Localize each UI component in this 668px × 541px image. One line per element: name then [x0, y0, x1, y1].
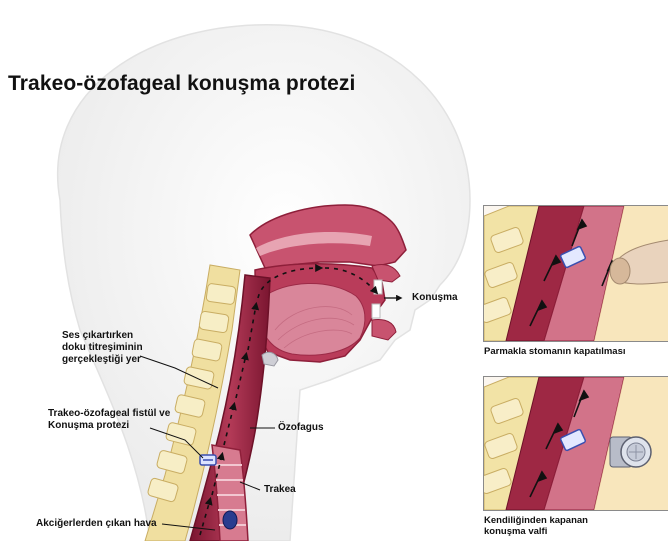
inset-panel-valve: [483, 376, 668, 511]
label-trachea: Trakea: [264, 484, 296, 496]
label-vibration-site: Ses çıkartırken doku titreşiminin gerçek…: [62, 330, 143, 366]
label-esophagus: Özofagus: [278, 422, 324, 434]
caption-finger-occlusion: Parmakla stomanın kapatılması: [484, 346, 626, 358]
label-fistula-prosthesis: Trakeo-özofageal fistül ve Konuşma prote…: [48, 408, 170, 432]
inset-panel-finger: [483, 205, 668, 342]
label-speech: Konuşma: [412, 292, 458, 304]
page-title: Trakeo-özofageal konuşma protezi: [8, 72, 355, 96]
voice-prosthesis: [200, 455, 216, 465]
label-lung-air: Akciğerlerden çıkan hava: [36, 518, 157, 530]
caption-automatic-valve: Kendiliğinden kapanan konuşma valfi: [484, 515, 588, 537]
inset-finger-illustration: [484, 206, 668, 341]
inset-valve-illustration: [484, 377, 668, 510]
